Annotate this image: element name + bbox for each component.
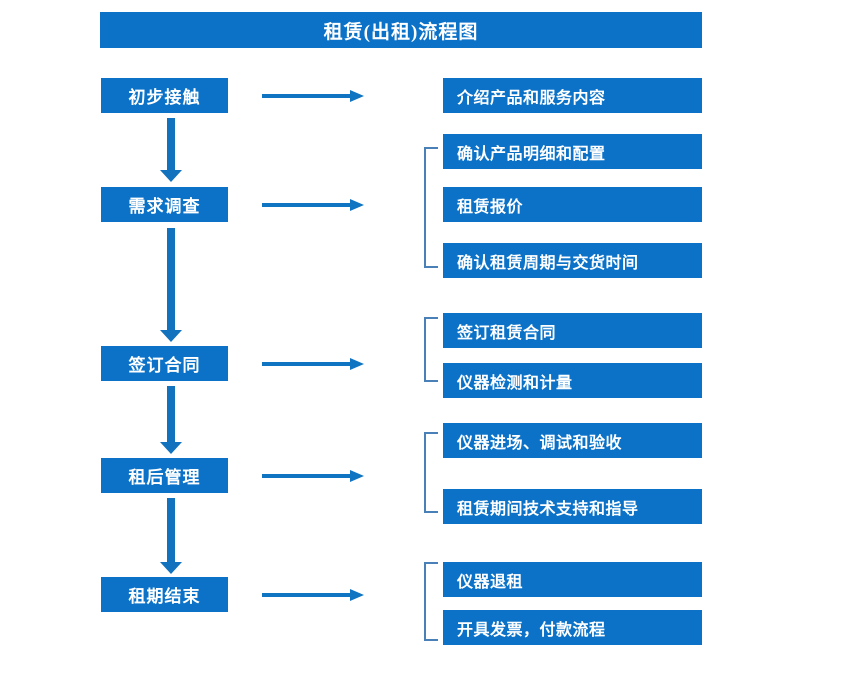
vertical-arrow-icon-2 [160,228,182,342]
detail-box-8[interactable]: 租赁期间技术支持和指导 [443,489,702,524]
vertical-arrow-icon-4 [160,498,182,574]
vertical-arrow-icon-1 [160,118,182,182]
stage-box-1[interactable]: 初步接触 [101,78,228,113]
horizontal-arrow-icon-4 [262,468,364,484]
bracket-icon-group-3 [424,317,438,382]
detail-box-10[interactable]: 开具发票，付款流程 [443,610,702,645]
horizontal-arrow-icon-5 [262,587,364,603]
horizontal-arrow-icon-3 [262,356,364,372]
detail-box-4[interactable]: 确认租赁周期与交货时间 [443,243,702,278]
vertical-arrow-icon-3 [160,386,182,454]
stage-box-3[interactable]: 签订合同 [101,346,228,381]
detail-box-9[interactable]: 仪器退租 [443,562,702,597]
detail-box-1[interactable]: 介绍产品和服务内容 [443,78,702,113]
page-title: 租赁(出租)流程图 [100,12,702,48]
stage-box-5[interactable]: 租期结束 [101,577,228,612]
stage-box-2[interactable]: 需求调查 [101,187,228,222]
bracket-icon-group-5 [424,562,438,641]
bracket-icon-group-4 [424,432,438,513]
detail-box-3[interactable]: 租赁报价 [443,187,702,222]
horizontal-arrow-icon-2 [262,197,364,213]
detail-box-5[interactable]: 签订租赁合同 [443,313,702,348]
stage-box-4[interactable]: 租后管理 [101,458,228,493]
detail-box-6[interactable]: 仪器检测和计量 [443,363,702,398]
detail-box-2[interactable]: 确认产品明细和配置 [443,134,702,169]
bracket-icon-group-2 [424,147,438,268]
horizontal-arrow-icon-1 [262,88,364,104]
detail-box-7[interactable]: 仪器进场、调试和验收 [443,423,702,458]
